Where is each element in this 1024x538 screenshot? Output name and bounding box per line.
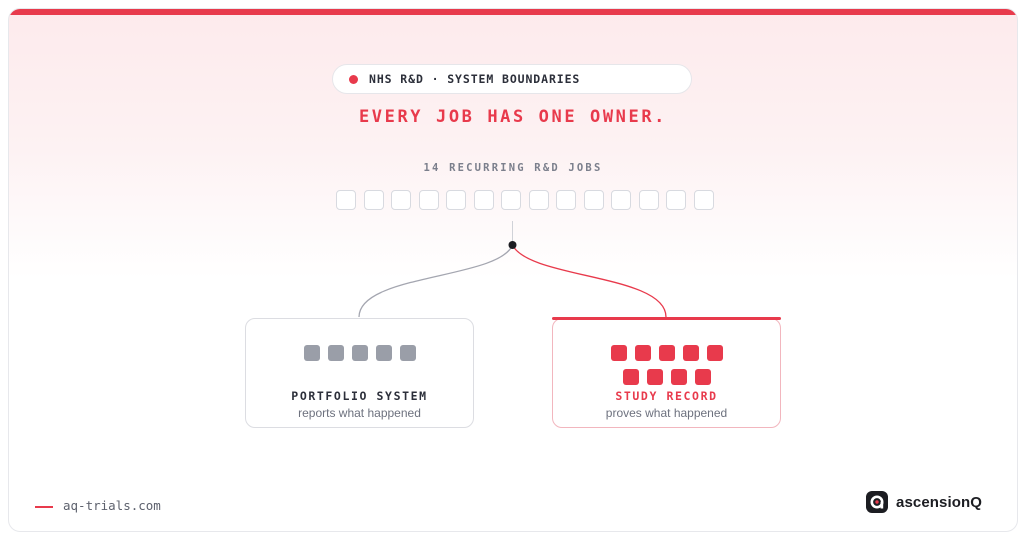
- study-record-accent-bar: [552, 317, 781, 320]
- pill-label: NHS R&D · SYSTEM BOUNDARIES: [369, 72, 581, 86]
- portfolio-job-squares: [246, 345, 473, 361]
- owned-job-square: [694, 369, 711, 385]
- owned-job-square: [610, 345, 627, 361]
- portfolio-system-subtitle: reports what happened: [298, 406, 421, 420]
- job-box: [501, 190, 521, 210]
- owned-job-square: [399, 345, 416, 361]
- section-pill: NHS R&D · SYSTEM BOUNDARIES: [332, 64, 692, 94]
- job-box: [363, 190, 384, 210]
- job-box: [473, 190, 494, 210]
- brand-logo-group: ascensionQ: [866, 490, 982, 514]
- footer-url: aq-trials.com: [63, 498, 161, 513]
- owned-job-square: [634, 345, 651, 361]
- owned-job-square: [303, 345, 320, 361]
- owned-job-square: [646, 369, 663, 385]
- diagram-card: NHS R&D · SYSTEM BOUNDARIES EVERY JOB HA…: [8, 8, 1018, 532]
- study-record-title: STUDY RECORD: [615, 389, 718, 403]
- owned-job-square: [706, 345, 723, 361]
- study-job-squares-row1: [553, 345, 780, 361]
- job-box: [693, 190, 714, 210]
- jobs-row: [336, 190, 714, 210]
- owned-job-square: [351, 345, 368, 361]
- job-box: [556, 190, 576, 210]
- headline: EVERY JOB HAS ONE OWNER.: [358, 107, 668, 127]
- owned-job-square: [327, 345, 344, 361]
- footer-accent-line: [35, 506, 53, 508]
- portfolio-branch: [358, 244, 514, 318]
- portfolio-system-card: PORTFOLIO SYSTEM reports what happened: [245, 318, 474, 428]
- job-box: [391, 190, 411, 210]
- job-box: [528, 190, 549, 210]
- owned-job-square: [670, 369, 687, 385]
- pill-dot-icon: [349, 75, 358, 84]
- job-box: [611, 190, 631, 210]
- top-accent-bar: [9, 9, 1017, 15]
- job-box: [418, 190, 439, 210]
- study-record-subtitle: proves what happened: [605, 406, 728, 420]
- job-box: [583, 190, 604, 210]
- jobs-label: 14 RECURRING R&D JOBS: [423, 162, 603, 174]
- junction-dot: [508, 241, 517, 249]
- study-record-card: STUDY RECORD proves what happened: [552, 318, 781, 428]
- job-box: [638, 190, 659, 210]
- connector-lines: [358, 221, 667, 318]
- owned-job-square: [375, 345, 392, 361]
- study-job-squares-row2: [553, 369, 780, 385]
- owned-job-square: [682, 345, 699, 361]
- job-box: [336, 190, 356, 210]
- study-branch: [511, 244, 667, 318]
- brand-name: ascensionQ: [896, 493, 983, 511]
- owned-job-square: [622, 369, 639, 385]
- job-box: [446, 190, 466, 210]
- job-box: [666, 190, 686, 210]
- portfolio-system-title: PORTFOLIO SYSTEM: [291, 389, 428, 403]
- ascensionq-logo-icon: [866, 491, 888, 513]
- owned-job-square: [658, 345, 675, 361]
